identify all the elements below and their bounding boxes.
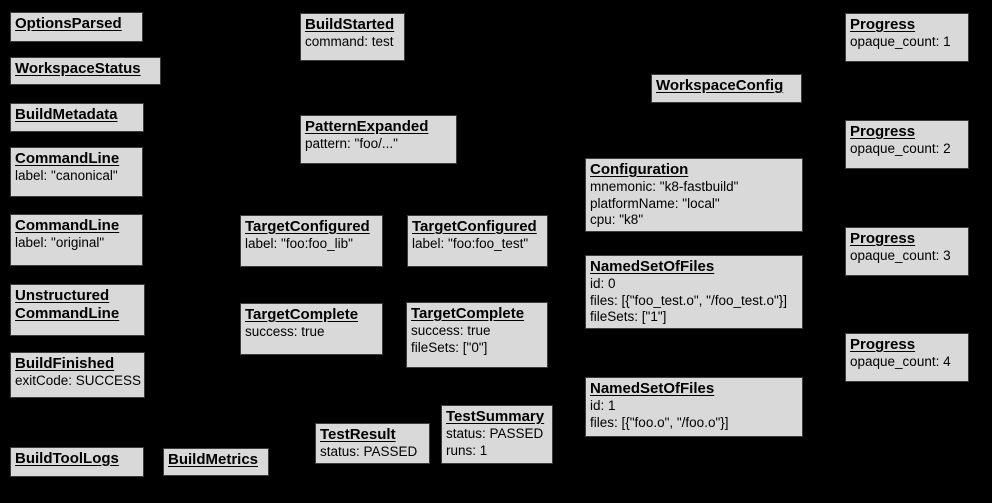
event-title: Progress [850,123,916,140]
event-title: BuildMetrics [168,451,259,468]
event-title: CommandLine [15,217,120,234]
event-field: pattern: "foo/..." [305,136,398,151]
event-field: opaque_count: 2 [850,141,951,156]
event-title: NamedSetOfFiles [590,380,715,397]
event-title: OptionsParsed [15,15,122,32]
event-box-target-configured-test: TargetConfigured label: "foo:foo_test" [407,215,548,267]
event-field: status: PASSED [320,444,418,459]
event-title: TargetConfigured [412,218,537,235]
event-field: id: 0 [590,276,616,291]
event-title: CommandLine [15,150,120,167]
event-field: id: 1 [590,398,616,413]
event-title: TargetComplete [245,306,359,323]
event-box-workspace-config: WorkspaceConfig [651,74,802,103]
event-field: cpu: "k8" [590,212,644,227]
event-field: exitCode: SUCCESS [15,373,142,388]
event-box-progress-1: Progress opaque_count: 1 [845,13,969,62]
event-box-progress-4: Progress opaque_count: 4 [845,333,969,382]
event-title: BuildToolLogs [15,450,119,467]
event-box-pattern-expanded: PatternExpanded pattern: "foo/..." [300,115,457,164]
event-box-options-parsed: OptionsParsed [10,12,143,42]
event-box-build-metrics: BuildMetrics [163,448,269,476]
event-box-build-metadata: BuildMetadata [10,103,144,132]
event-title: TestResult [320,426,396,443]
event-field: success: true [245,324,325,339]
event-box-workspace-status: WorkspaceStatus [10,57,161,85]
event-title: CommandLine [15,305,120,322]
event-box-named-set-of-files-0: NamedSetOfFiles id: 0 files: [{"foo_test… [585,255,803,329]
event-title: TargetComplete [411,305,525,322]
event-field: success: true [411,323,491,338]
event-box-target-configured-lib: TargetConfigured label: "foo:foo_lib" [240,215,383,267]
event-box-build-started: BuildStarted command: test [300,13,405,61]
event-field: files: [{"foo.o", "/foo.o"}] [590,414,729,430]
event-box-build-tool-logs: BuildToolLogs [10,447,144,477]
event-title: Progress [850,230,916,247]
event-title: TargetConfigured [245,218,370,235]
event-box-unstructured-command-line: Unstructured CommandLine [10,284,145,336]
event-box-target-complete-test: TargetComplete success: true fileSets: [… [406,302,548,368]
event-field: platformName: "local" [590,195,720,211]
event-box-build-finished: BuildFinished exitCode: SUCCESS [10,352,145,398]
event-field: label: "foo:foo_test" [412,236,529,251]
event-box-progress-3: Progress opaque_count: 3 [845,227,969,276]
event-title: NamedSetOfFiles [590,258,715,275]
event-field: mnemonic: "k8-fastbuild" [590,179,739,194]
event-field: status: PASSED [446,426,544,441]
event-box-command-line-original: CommandLine label: "original" [10,214,143,266]
event-title: TestSummary [446,408,545,425]
event-title: WorkspaceStatus [15,60,141,77]
event-field: files: [{"foo_test.o", "/foo_test.o"}] [590,292,788,308]
event-title: Configuration [590,161,689,178]
event-title: BuildStarted [305,16,395,33]
event-field: fileSets: ["0"] [411,339,488,355]
event-box-command-line-canonical: CommandLine label: "canonical" [10,147,143,197]
event-title: BuildMetadata [15,106,118,123]
event-title: BuildFinished [15,355,115,372]
event-box-test-result: TestResult status: PASSED [315,423,430,464]
event-title: Progress [850,336,916,353]
event-field: opaque_count: 4 [850,354,951,369]
event-field: opaque_count: 3 [850,248,951,263]
event-title: Unstructured [15,287,110,304]
event-field: label: "canonical" [15,168,118,183]
event-box-named-set-of-files-1: NamedSetOfFiles id: 1 files: [{"foo.o", … [585,377,803,437]
event-title: WorkspaceConfig [656,77,784,94]
event-title: PatternExpanded [305,118,429,135]
event-field: fileSets: ["1"] [590,309,667,324]
event-title: Progress [850,16,916,33]
event-box-target-complete-lib: TargetComplete success: true [240,303,383,355]
event-box-test-summary: TestSummary status: PASSED runs: 1 [441,405,553,464]
event-field: label: "foo:foo_lib" [245,236,353,251]
event-field: command: test [305,34,394,49]
event-field: opaque_count: 1 [850,34,951,49]
event-box-configuration: Configuration mnemonic: "k8-fastbuild" p… [585,158,803,232]
event-box-progress-2: Progress opaque_count: 2 [845,120,969,169]
event-field: runs: 1 [446,442,488,458]
event-field: label: "original" [15,235,105,250]
